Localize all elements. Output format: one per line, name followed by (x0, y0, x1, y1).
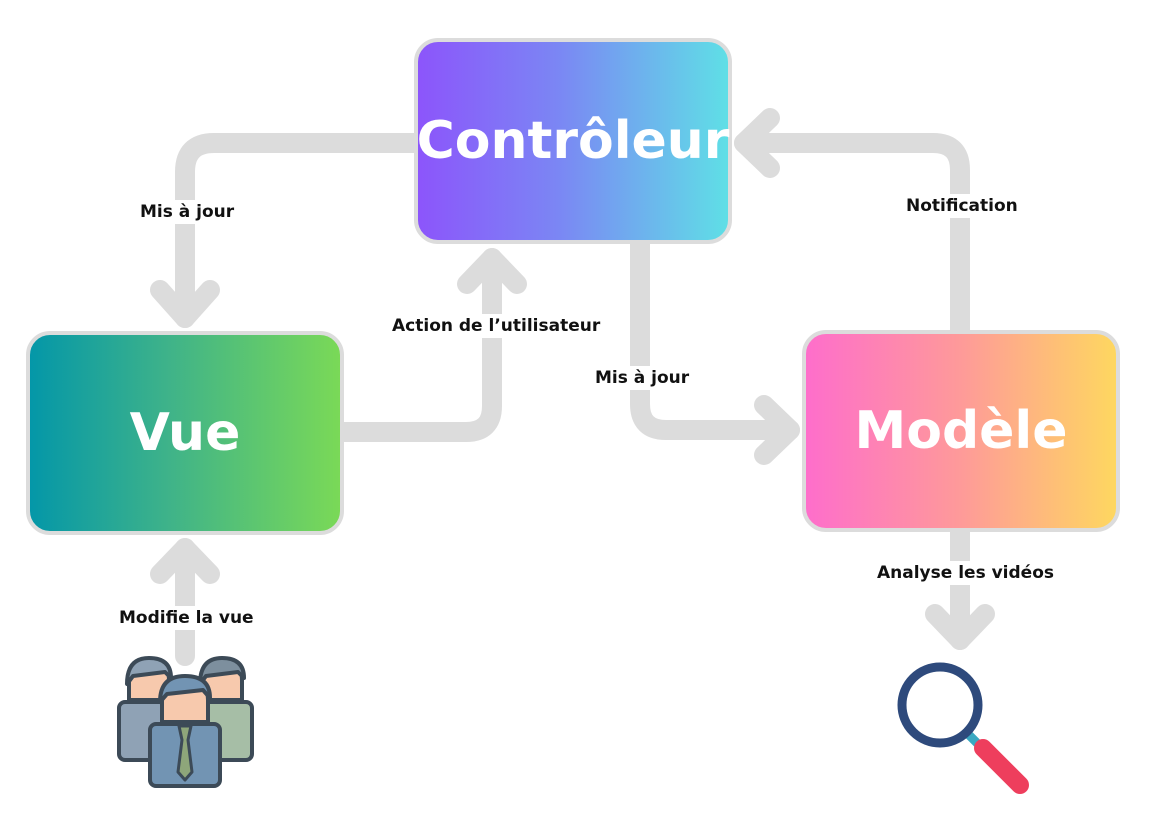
arrow-modele-to-controleur (734, 133, 970, 340)
vue-box: Vue (26, 331, 344, 535)
modele-box: Modèle (802, 330, 1120, 532)
arrow-controleur-to-vue (175, 133, 424, 328)
edge-label-mis-a-jour-modele: Mis à jour (591, 366, 694, 390)
edge-label-modifie-la-vue: Modifie la vue (115, 606, 258, 630)
edge-label-action-utilisateur: Action de l’utilisateur (388, 314, 605, 338)
arrow-controleur-to-modele (630, 234, 800, 440)
arrowhead-controleur-bottom (457, 248, 527, 294)
arrowhead-vue-bottom (150, 538, 220, 584)
arrowhead-vue-top (150, 280, 220, 328)
edge-label-analyse-videos: Analyse les vidéos (873, 561, 1059, 585)
controleur-box: Contrôleur (414, 38, 732, 244)
arrowhead-controleur-right (734, 108, 780, 178)
arrowhead-modele-left (754, 395, 800, 465)
arrow-vue-to-controleur (334, 248, 502, 442)
users-group-icon (117, 656, 254, 788)
magnifying-glass-icon (897, 662, 1029, 794)
edge-label-mis-a-jour-vue: Mis à jour (136, 200, 239, 224)
edge-label-notification: Notification (902, 194, 1022, 218)
arrowhead-search-top (925, 604, 995, 650)
